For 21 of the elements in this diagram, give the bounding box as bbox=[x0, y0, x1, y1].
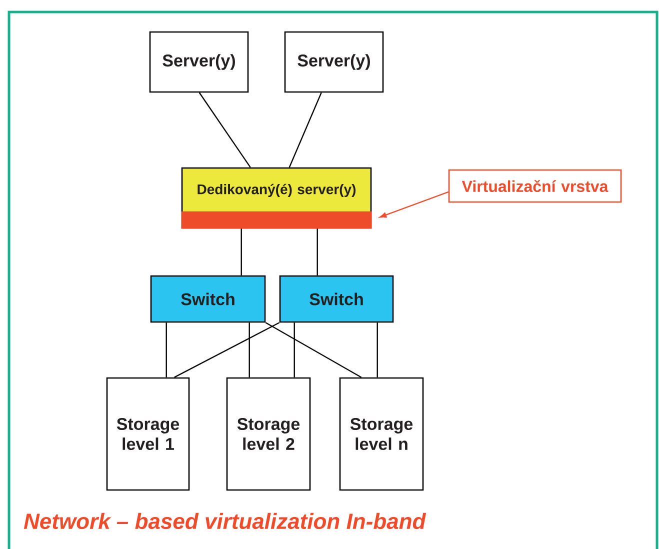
connector-line bbox=[294, 322, 295, 378]
connector-line bbox=[174, 322, 280, 378]
storage-box: Storage level n bbox=[339, 377, 424, 491]
connector-line bbox=[240, 228, 242, 276]
server-box: Server(y) bbox=[149, 31, 249, 93]
connector-line bbox=[316, 228, 318, 276]
connector-line bbox=[288, 92, 322, 168]
storage-box: Storage level 2 bbox=[226, 377, 311, 491]
connector-line bbox=[376, 322, 378, 378]
server-box: Server(y) bbox=[284, 31, 384, 93]
caption: Network – based virtualization In-band bbox=[24, 512, 426, 530]
switch-box: Switch bbox=[150, 275, 266, 323]
label-box: Virtualizační vrstva bbox=[448, 169, 622, 203]
switch-box: Switch bbox=[279, 275, 394, 323]
connector-line bbox=[198, 92, 251, 168]
layer-bar bbox=[181, 211, 372, 229]
connector-line bbox=[166, 322, 167, 378]
arrow bbox=[380, 191, 449, 218]
connector-line bbox=[265, 322, 362, 378]
storage-box: Storage level 1 bbox=[106, 377, 190, 491]
connector-line bbox=[248, 322, 250, 378]
